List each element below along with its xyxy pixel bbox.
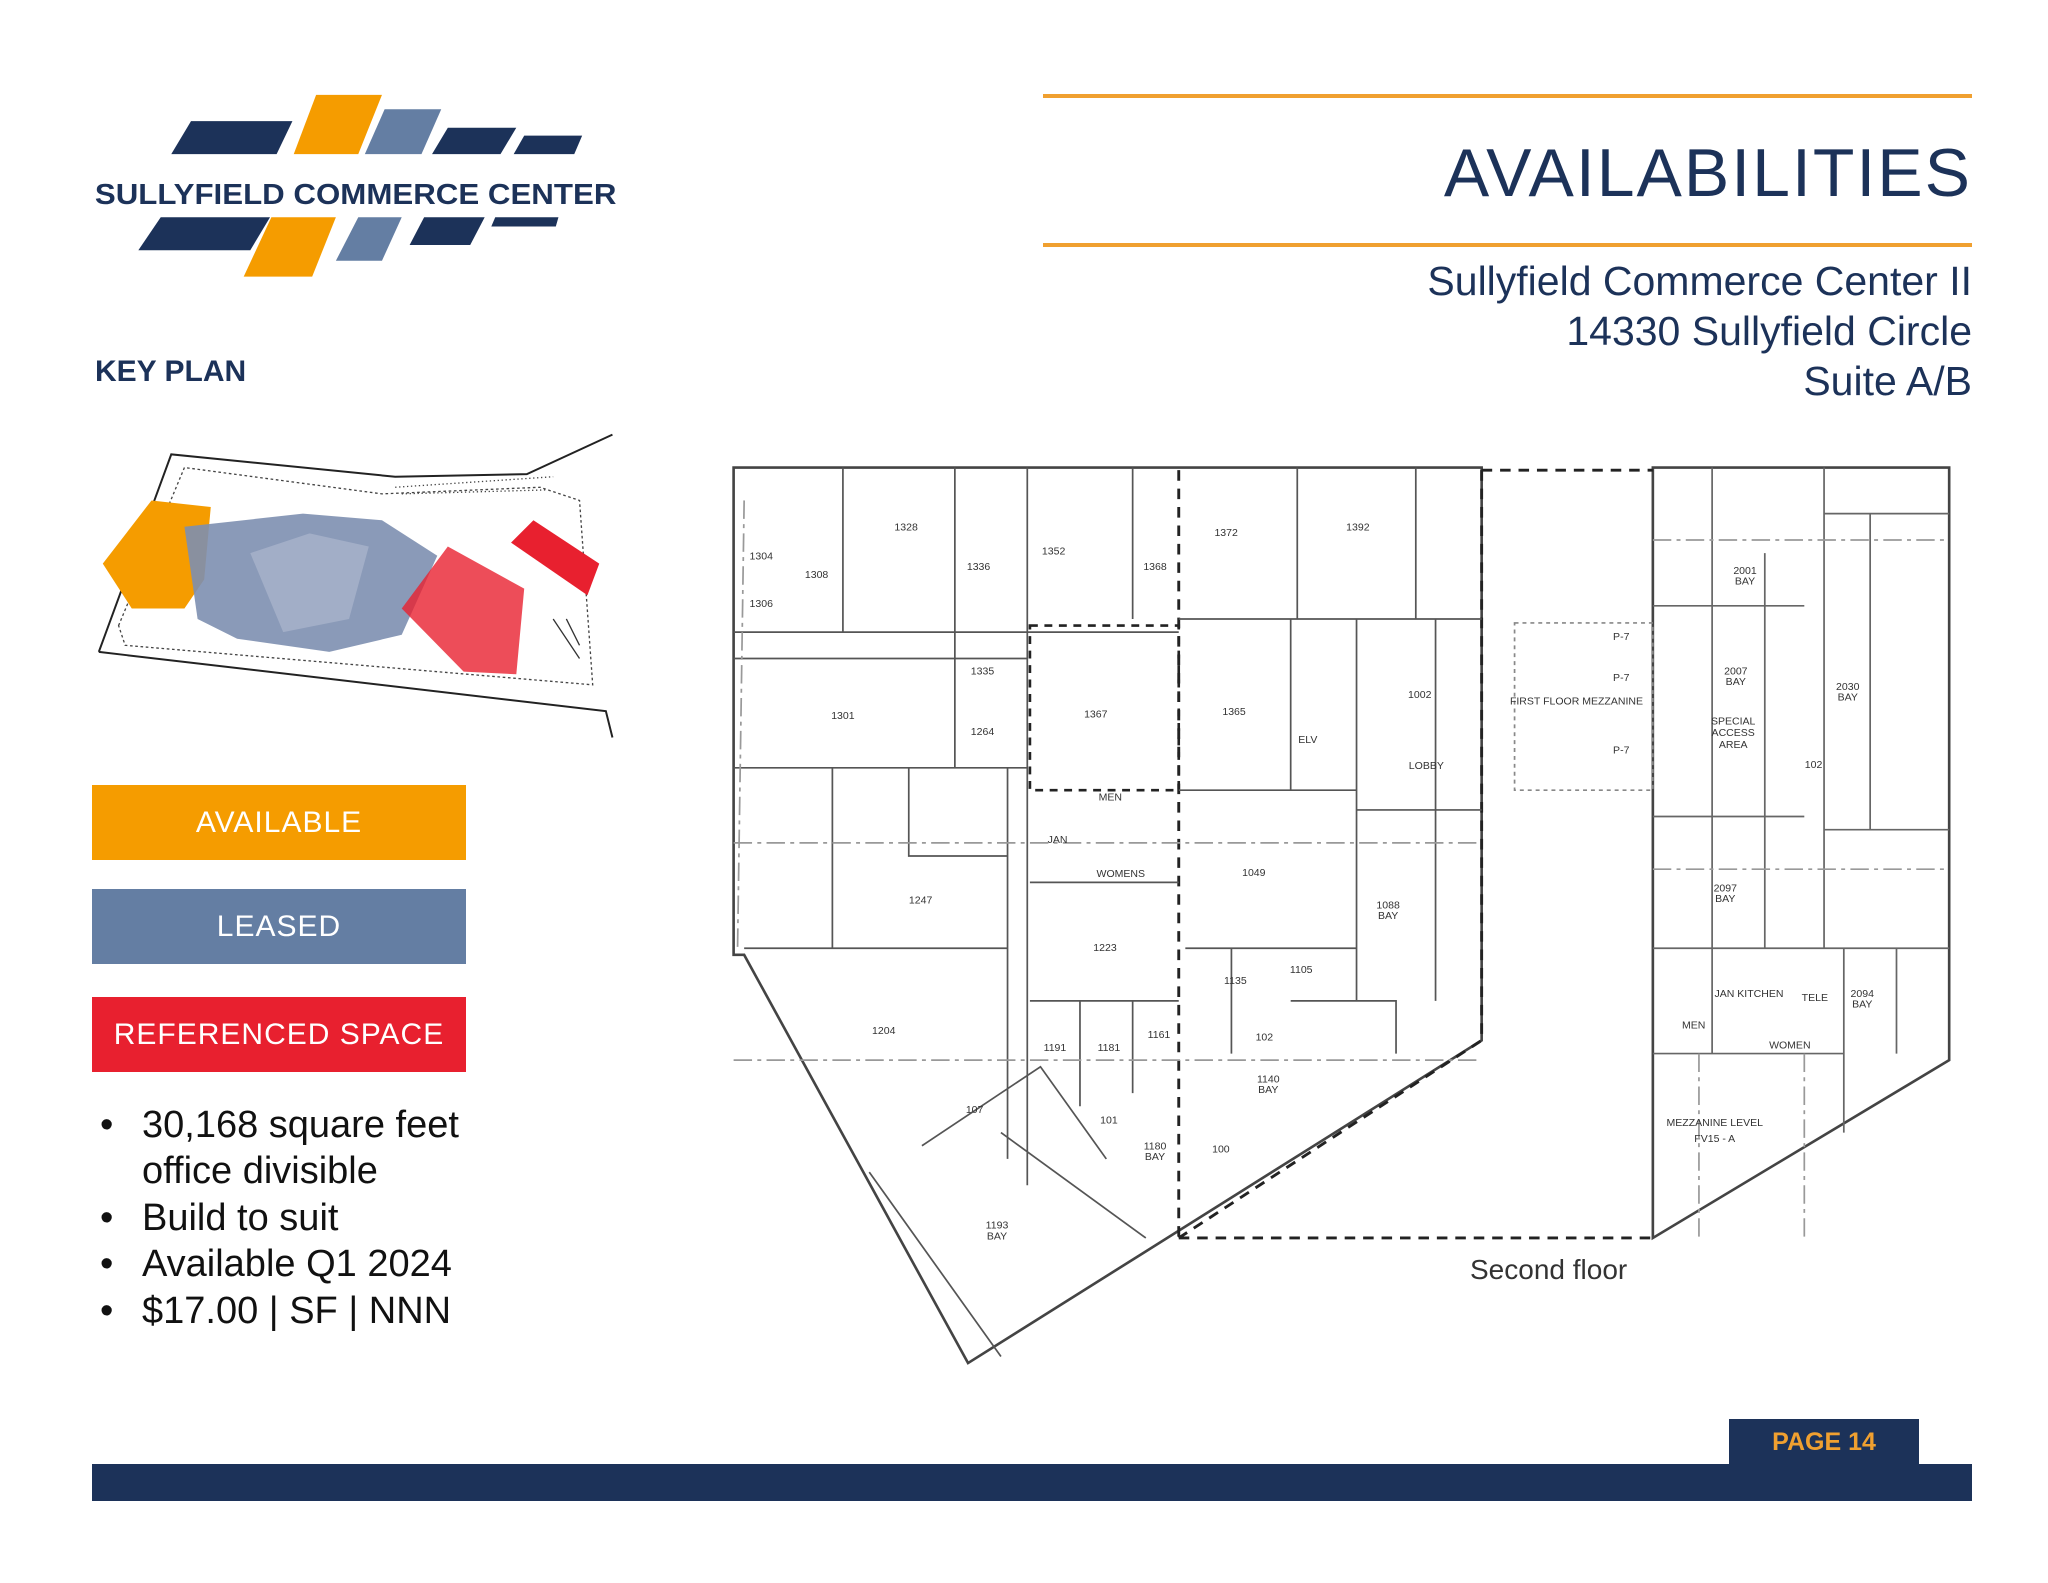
room-label: 2094: [1851, 988, 1875, 1000]
page-number: PAGE 14: [1729, 1419, 1919, 1465]
room-label: JAN KITCHEN: [1715, 988, 1784, 1000]
room-label: MEZZANINE LEVEL: [1667, 1117, 1764, 1129]
room-label: 1140: [1257, 1074, 1280, 1086]
key-plan-available: [102, 500, 211, 609]
floor-plan-caption: Second floor: [1470, 1254, 1628, 1285]
room-label: 1335: [971, 665, 995, 677]
bullet-icon: •: [100, 1243, 114, 1285]
property-suite: Suite A/B: [1803, 358, 1972, 404]
room-label: 1336: [967, 561, 991, 573]
room-label: 2001: [1733, 565, 1757, 577]
room-label: 1367: [1084, 709, 1108, 721]
room-label: 1264: [971, 726, 995, 738]
room-label: ELV: [1298, 734, 1317, 746]
title-rule: [1043, 243, 1972, 247]
room-label: 1223: [1093, 942, 1117, 954]
room-label: BAY: [1838, 692, 1858, 704]
room-label: WOMENS: [1097, 868, 1145, 880]
room-label: 100: [1212, 1143, 1230, 1155]
room-label: BAY: [1726, 676, 1746, 688]
room-label: 1368: [1143, 561, 1167, 573]
room-label: 1161: [1148, 1029, 1171, 1041]
room-label: 1135: [1224, 975, 1247, 987]
room-label: LOBBY: [1409, 760, 1444, 772]
room-label: 1191: [1044, 1042, 1067, 1054]
room-label: P-7: [1613, 744, 1630, 756]
room-label: 1372: [1214, 527, 1238, 539]
room-label: 1193: [986, 1220, 1009, 1232]
footer-bar: [92, 1464, 1972, 1501]
room-label: MEN: [1099, 792, 1122, 804]
room-label: 1247: [909, 894, 933, 906]
room-label: 1002: [1408, 689, 1432, 701]
room-label: BAY: [1145, 1151, 1165, 1163]
room-label: 102: [1256, 1031, 1274, 1043]
room-label: 1308: [805, 569, 829, 581]
bullet-icon: •: [100, 1290, 114, 1332]
room-label: 1306: [750, 598, 774, 610]
room-label: 1352: [1042, 545, 1066, 557]
room-label: FIRST FLOOR MEZZANINE: [1510, 696, 1643, 708]
room-label: P-7: [1613, 672, 1630, 684]
room-label: JAN: [1048, 834, 1068, 846]
room-label: ACCESS: [1712, 727, 1755, 739]
room-label: 107: [966, 1104, 984, 1116]
room-label: BAY: [1378, 910, 1398, 922]
room-label: 1365: [1222, 706, 1246, 718]
legend-leased: LEASED: [92, 889, 466, 964]
top-rule: [1043, 94, 1972, 98]
logo: SULLYFIELD COMMERCE CENTER: [95, 94, 617, 277]
room-label: 2097: [1714, 883, 1738, 895]
room-label: 2030: [1836, 681, 1860, 693]
room-labels: 1304 1308 1306 1328 1336 1352 1368 1372 1392 1301…: [750, 522, 1875, 1243]
room-label: 1180: [1144, 1141, 1167, 1153]
room-label: 1088: [1376, 900, 1400, 912]
room-label: 1181: [1098, 1042, 1121, 1054]
room-label: 1328: [894, 522, 918, 534]
room-label: 1105: [1290, 964, 1313, 976]
room-label: 101: [1100, 1114, 1118, 1126]
key-plan-referenced-2: [511, 520, 600, 596]
room-label: FV15 - A: [1694, 1133, 1735, 1145]
room-label: P-7: [1613, 631, 1630, 643]
room-label: 2007: [1724, 665, 1748, 677]
room-label: TELE: [1802, 992, 1828, 1004]
property-address: 14330 Sullyfield Circle: [1566, 308, 1972, 354]
page-title: AVAILABILITIES: [1443, 135, 1972, 211]
floor-plan: [732, 466, 1951, 1365]
room-label: BAY: [1258, 1084, 1278, 1096]
room-label: WOMEN: [1769, 1039, 1810, 1051]
room-label: 1301: [831, 710, 855, 722]
legend-referenced-space: REFERENCED SPACE: [92, 997, 466, 1072]
legend-available: AVAILABLE: [92, 785, 466, 860]
property-name: Sullyfield Commerce Center II: [1427, 258, 1972, 304]
key-plan-referenced: [401, 546, 525, 675]
logo-text: SULLYFIELD COMMERCE CENTER: [95, 179, 617, 211]
room-label: SPECIAL: [1711, 715, 1756, 727]
key-plan-map: [97, 433, 614, 738]
room-label: 1049: [1242, 867, 1266, 879]
room-label: 1204: [872, 1025, 896, 1037]
room-label: 1392: [1346, 522, 1370, 534]
bullet-icon: •: [100, 1197, 114, 1239]
room-label: AREA: [1719, 739, 1748, 751]
bullet-icon: •: [100, 1104, 114, 1146]
key-plan-label: KEY PLAN: [95, 355, 247, 388]
room-label: 1304: [750, 551, 774, 563]
room-label: 102: [1805, 759, 1823, 771]
room-label: BAY: [1715, 893, 1735, 905]
room-label: MEN: [1682, 1020, 1705, 1032]
room-label: BAY: [987, 1230, 1007, 1242]
room-label: BAY: [1735, 576, 1755, 588]
room-label: BAY: [1852, 998, 1872, 1010]
